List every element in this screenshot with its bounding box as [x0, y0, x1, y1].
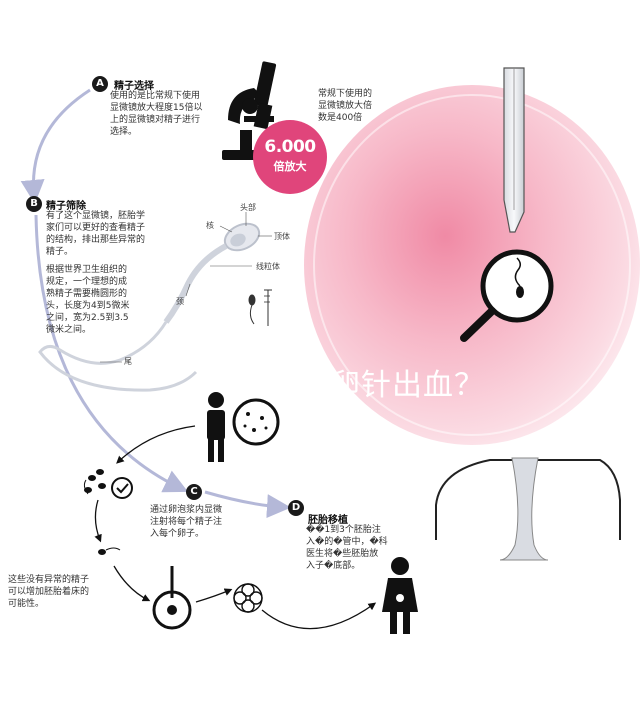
label-neck: 颈	[176, 297, 184, 306]
magnification-badge: 6.000 倍放大	[253, 120, 327, 194]
arrow-b-to-c	[34, 214, 189, 493]
cycle-arrow-top	[116, 425, 196, 464]
step-d-text: ��1到3个胚胎注 入�的�管中，�科 医生将�些胚胎放 入子�底部。	[306, 525, 388, 571]
magnification-number: 6.000	[264, 137, 316, 157]
embryo-icon	[233, 583, 263, 613]
step-b-text: 有了这个显微镜，胚胎学 家们可以更好的查看精子 的结构，排出那些异常的 精子。	[46, 211, 146, 257]
arrow-c-to-d	[204, 490, 291, 519]
arrow-a-to-b	[20, 88, 91, 204]
egg-injection-icon	[152, 566, 192, 630]
single-sperm-icon	[98, 547, 121, 555]
cycle-arrow-to-woman	[261, 602, 377, 630]
sperm-diagram	[38, 222, 261, 392]
step-c-badge: C	[186, 484, 202, 500]
egg-cell	[304, 85, 640, 445]
step-a-badge: A	[92, 76, 108, 92]
overlay-title: 卵针出血？	[330, 368, 485, 403]
check-icon	[111, 477, 133, 499]
step-d-badge: D	[288, 500, 304, 516]
magnifier-icon	[460, 249, 554, 342]
label-nucleus: 核	[206, 221, 214, 230]
step-b-title: 精子筛除	[46, 201, 86, 212]
holding-pipette	[435, 459, 621, 540]
label-acrosome: 顶体	[274, 232, 290, 241]
step-b-badge: B	[26, 196, 42, 212]
step-a-title: 精子选择	[114, 81, 154, 92]
scale-sperm-icon	[248, 289, 272, 326]
abnormal-note: 这些没有异常的精子 可以增加胚胎着床的 可能性。	[8, 575, 90, 609]
cycle-arrow-left	[94, 499, 102, 543]
egg-inner-ring	[313, 94, 631, 436]
step-d-title: 胚胎移植	[308, 515, 348, 526]
label-head: 头部	[240, 203, 256, 212]
microscope-note: 常规下使用的 显微镜放大倍 数是400倍	[318, 89, 373, 123]
step-a-text: 使用的是比常规下使用 显微镜放大程度15倍以 上的显微镜对精子进行 选择。	[110, 91, 203, 137]
step-b-who-text: 根据世界卫生组织的 规定，一个理想的成 熟精子需要椭圆形的 头，长度为4到5微米…	[46, 265, 130, 335]
cycle-arrow-down	[113, 565, 151, 602]
label-mitochondria: 线粒体	[256, 262, 280, 271]
cycle-arrow-right	[195, 588, 233, 603]
sample-view-icon	[232, 398, 280, 446]
doctor-icon	[207, 392, 225, 462]
magnification-label: 倍放大	[273, 160, 307, 173]
step-c-text: 通过卵泡浆内显微 注射将每个精子注 入每个卵子。	[150, 505, 223, 539]
label-tail: 尾	[124, 357, 132, 366]
sperm-cluster-icon	[83, 469, 106, 495]
